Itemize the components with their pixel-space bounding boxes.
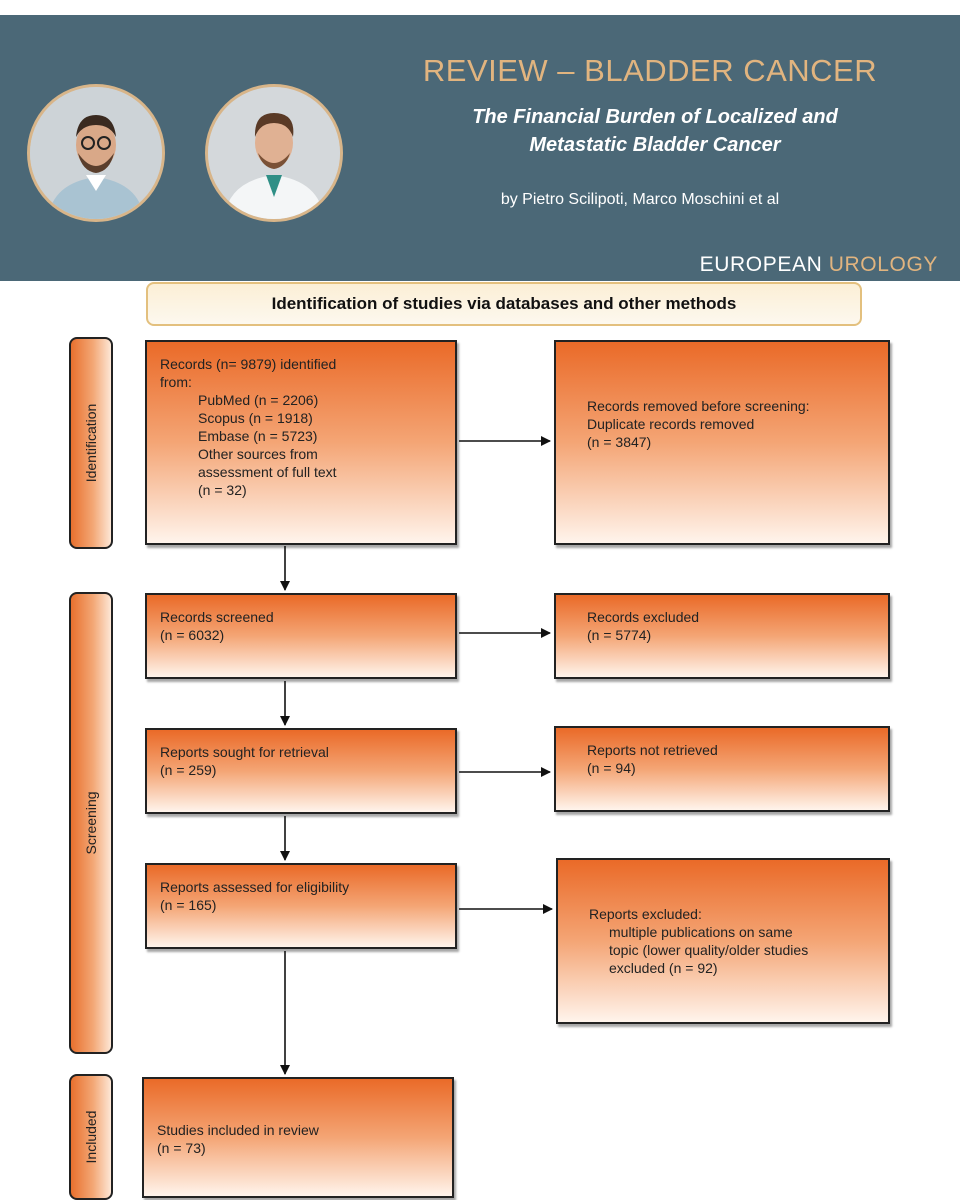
records-screened-box: Records screened (n = 6032): [145, 593, 457, 679]
records-identified-box: Records (n= 9879) identified from: PubMe…: [145, 340, 457, 545]
records-identified-line1: Records (n= 9879) identified: [160, 356, 337, 372]
studies-included-line2: (n = 73): [157, 1140, 206, 1156]
records-excluded-line2: (n = 5774): [587, 627, 652, 643]
records-pubmed: PubMed (n = 2206): [198, 392, 319, 408]
studies-included-box: Studies included in review (n = 73): [142, 1077, 454, 1198]
prisma-banner: Identification of studies via databases …: [146, 282, 862, 326]
reports-assessed-box: Reports assessed for eligibility (n = 16…: [145, 863, 457, 949]
records-screened-line2: (n = 6032): [160, 627, 225, 643]
reports-excluded-line1: Reports excluded:: [589, 906, 702, 922]
reports-sought-line2: (n = 259): [160, 762, 217, 778]
records-other3: (n = 32): [198, 482, 247, 498]
records-other2: assessment of full text: [198, 464, 337, 480]
records-other1: Other sources from: [198, 446, 318, 462]
reports-excluded-box: Reports excluded: multiple publications …: [556, 858, 890, 1024]
studies-included-line1: Studies included in review: [157, 1122, 319, 1138]
reports-assessed-line1: Reports assessed for eligibility: [160, 879, 350, 895]
records-scopus: Scopus (n = 1918): [198, 410, 313, 426]
section-label: REVIEW – BLADDER CANCER: [422, 53, 878, 88]
header-band: REVIEW – BLADDER CANCER The Financial Bu…: [0, 15, 960, 281]
reports-excluded-line3: topic (lower quality/older studies: [609, 942, 809, 958]
records-removed-line2: Duplicate records removed: [587, 416, 755, 432]
records-screened-line1: Records screened: [160, 609, 274, 625]
journal-name: EUROPEAN UROLOGY: [700, 253, 938, 277]
article-title: The Financial Burden of Localized and Me…: [340, 103, 960, 159]
journal-name-part1: EUROPEAN: [699, 253, 829, 276]
reports-assessed-line2: (n = 165): [160, 897, 217, 913]
records-removed-line3: (n = 3847): [587, 434, 652, 450]
reports-sought-line1: Reports sought for retrieval: [160, 744, 329, 760]
phase-screening: Screening: [69, 592, 113, 1054]
reports-excluded-line4: excluded (n = 92): [609, 960, 718, 976]
article-title-line1: The Financial Burden of Localized and: [472, 106, 838, 128]
reports-not-retrieved-box: Reports not retrieved (n = 94): [554, 726, 890, 812]
reports-excluded-line2: multiple publications on same: [609, 924, 793, 940]
reports-not-retrieved-line2: (n = 94): [587, 760, 636, 776]
reports-sought-box: Reports sought for retrieval (n = 259): [145, 728, 457, 814]
phase-identification: Identification: [69, 337, 113, 549]
records-identified-line2: from:: [160, 374, 192, 390]
records-excluded-line1: Records excluded: [587, 609, 700, 625]
phase-included: Included: [69, 1074, 113, 1200]
authors-line: by Pietro Scilipoti, Marco Moschini et a…: [500, 191, 780, 208]
reports-not-retrieved-line1: Reports not retrieved: [587, 742, 718, 758]
author-photo-scilipoti: [27, 84, 165, 222]
records-removed-line1: Records removed before screening:: [587, 398, 810, 414]
records-removed-box: Records removed before screening: Duplic…: [554, 340, 890, 545]
records-excluded-box: Records excluded (n = 5774): [554, 593, 890, 679]
author-photo-moschini: [205, 84, 343, 222]
journal-name-part2: UROLOGY: [828, 253, 938, 276]
article-title-line2: Metastatic Bladder Cancer: [529, 134, 781, 156]
records-embase: Embase (n = 5723): [198, 428, 318, 444]
